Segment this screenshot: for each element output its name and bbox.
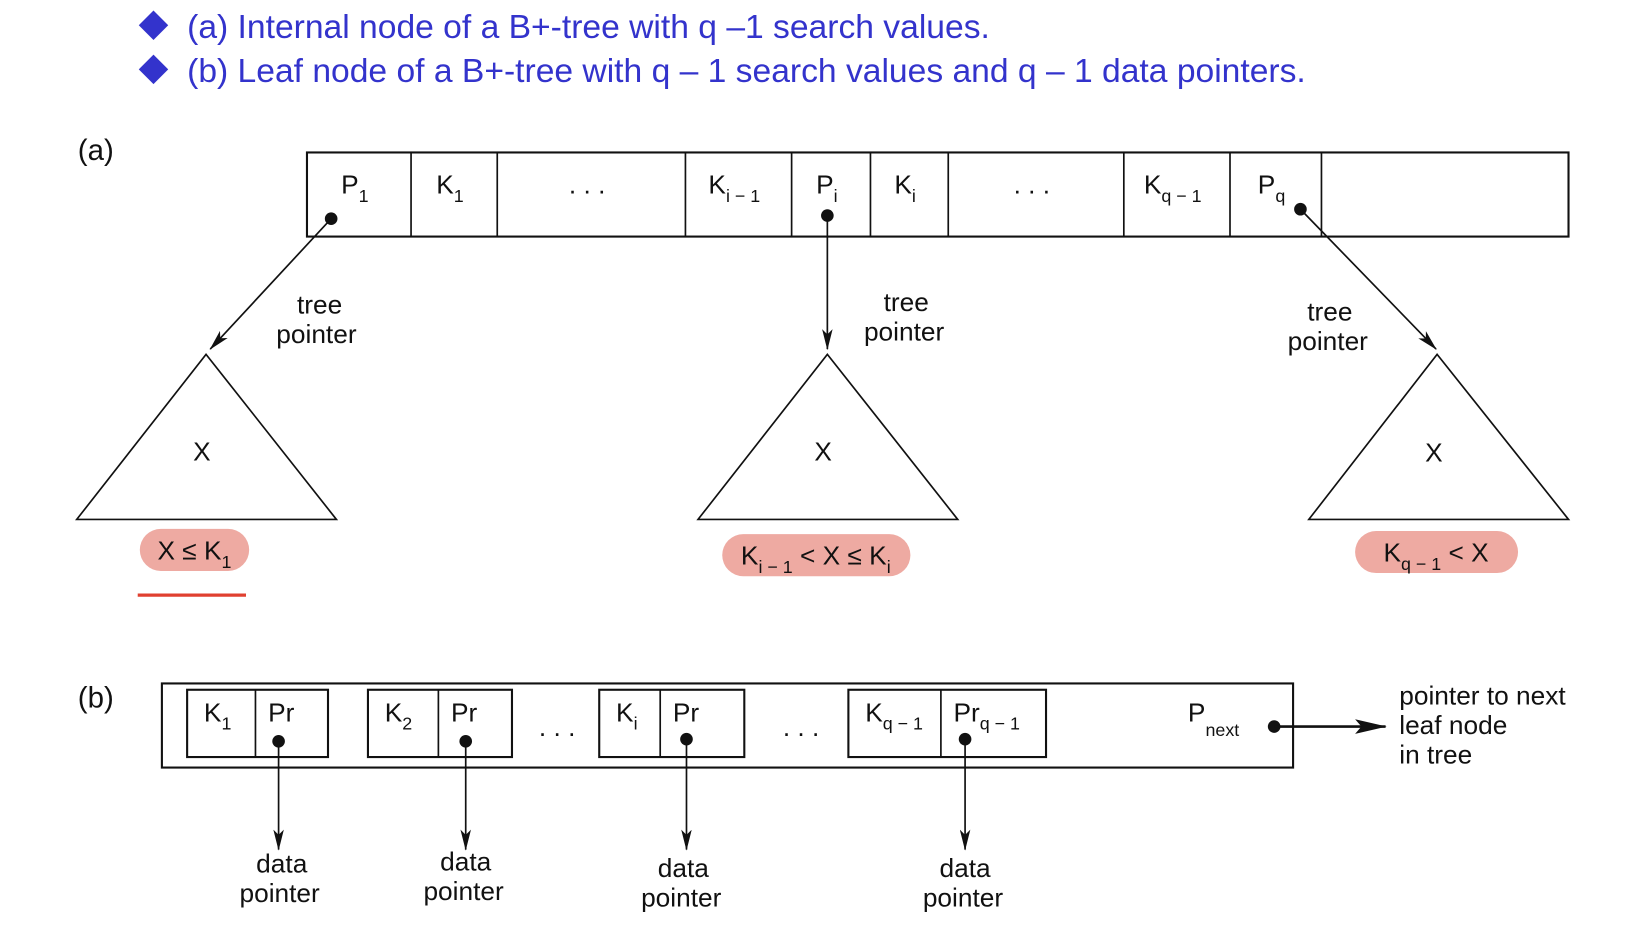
cell-dividers <box>410 152 1323 237</box>
record-pointer-label: Prq − 1 <box>954 697 1021 733</box>
tree-pointer-label: tree pointer <box>864 287 945 346</box>
svg-text:pointer: pointer <box>423 876 504 906</box>
svg-text:tree: tree <box>1307 297 1352 327</box>
bullet-a-text: (a) Internal node of a B+-tree with q –1… <box>187 9 990 46</box>
diamond-bullet-icon <box>138 54 169 85</box>
pnext-label: Pnext <box>1188 697 1239 740</box>
svg-text:data: data <box>658 853 710 883</box>
condition-highlight <box>1355 530 1519 574</box>
svg-text:pointer: pointer <box>641 882 722 912</box>
subtree-triangle <box>75 352 339 521</box>
key-label: Kq − 1 <box>865 697 923 733</box>
tree-pointer-label: tree pointer <box>276 289 357 348</box>
condition-label: Kq − 1 < X <box>1383 537 1488 573</box>
svg-text:data: data <box>940 853 992 883</box>
ellipsis: . . . <box>539 712 575 742</box>
condition-label: X ≤ K1 <box>157 535 231 571</box>
record-pointer-label: Pr <box>451 697 478 727</box>
svg-text:pointer: pointer <box>864 317 945 347</box>
subtree-label: X <box>1425 438 1443 468</box>
ellipsis: . . . <box>783 712 819 742</box>
internal-node-diagram: (a) P1 K1 . . . Ki − 1 Pi Ki . . . Kq − 1 Pq tre… <box>75 134 1571 597</box>
node-cell-6: . . . <box>1014 169 1050 199</box>
subtree-label: X <box>193 437 211 467</box>
node-cell-0: P1 <box>341 169 369 205</box>
node-cell-2: . . . <box>569 169 605 199</box>
record-pointer-label: Pr <box>673 697 700 727</box>
record-pointer-label: Pr <box>268 697 295 727</box>
node-cell-7: Kq − 1 <box>1144 169 1202 205</box>
condition-label: Ki − 1 < X ≤ Ki <box>741 541 891 577</box>
subtree-triangle <box>696 352 960 521</box>
svg-text:tree: tree <box>297 289 342 319</box>
subtree-label: X <box>814 437 832 467</box>
key-label: K1 <box>204 697 232 733</box>
svg-text:data: data <box>256 849 308 879</box>
bullet-b-text: (b) Leaf node of a B+-tree with q – 1 se… <box>187 53 1306 90</box>
next-leaf-label: pointer to next leaf node in tree <box>1399 680 1566 769</box>
svg-text:pointer to next: pointer to next <box>1399 680 1566 710</box>
tree-pointer-arrow <box>1299 208 1437 350</box>
subtree-triangle <box>1307 352 1571 521</box>
svg-text:data: data <box>440 847 492 877</box>
condition-highlight <box>722 534 911 577</box>
node-cell-8: Pq <box>1258 169 1285 205</box>
node-cell-3: Ki − 1 <box>708 169 760 205</box>
condition-highlight <box>139 528 250 571</box>
key-label: K2 <box>385 697 413 733</box>
svg-text:pointer: pointer <box>923 882 1004 912</box>
svg-text:leaf node: leaf node <box>1399 710 1507 740</box>
key-label: Ki <box>616 697 637 733</box>
diamond-bullet-icon <box>138 10 169 40</box>
part-a-label: (a) <box>78 134 114 167</box>
svg-text:in tree: in tree <box>1399 739 1472 769</box>
tree-pointer-label: tree pointer <box>1288 297 1369 356</box>
part-b-label: (b) <box>78 682 114 715</box>
svg-text:tree: tree <box>884 287 929 317</box>
node-cell-4: Pi <box>816 169 837 205</box>
svg-text:pointer: pointer <box>1288 326 1369 356</box>
internal-node-box <box>305 151 1570 238</box>
node-cell-1: K1 <box>436 169 464 205</box>
svg-text:pointer: pointer <box>276 319 357 349</box>
svg-text:pointer: pointer <box>239 878 320 908</box>
node-cell-5: Ki <box>894 169 915 205</box>
title-bullets: (a) Internal node of a B+-tree with q –1… <box>138 9 1306 90</box>
tree-pointer-arrow <box>209 218 332 350</box>
